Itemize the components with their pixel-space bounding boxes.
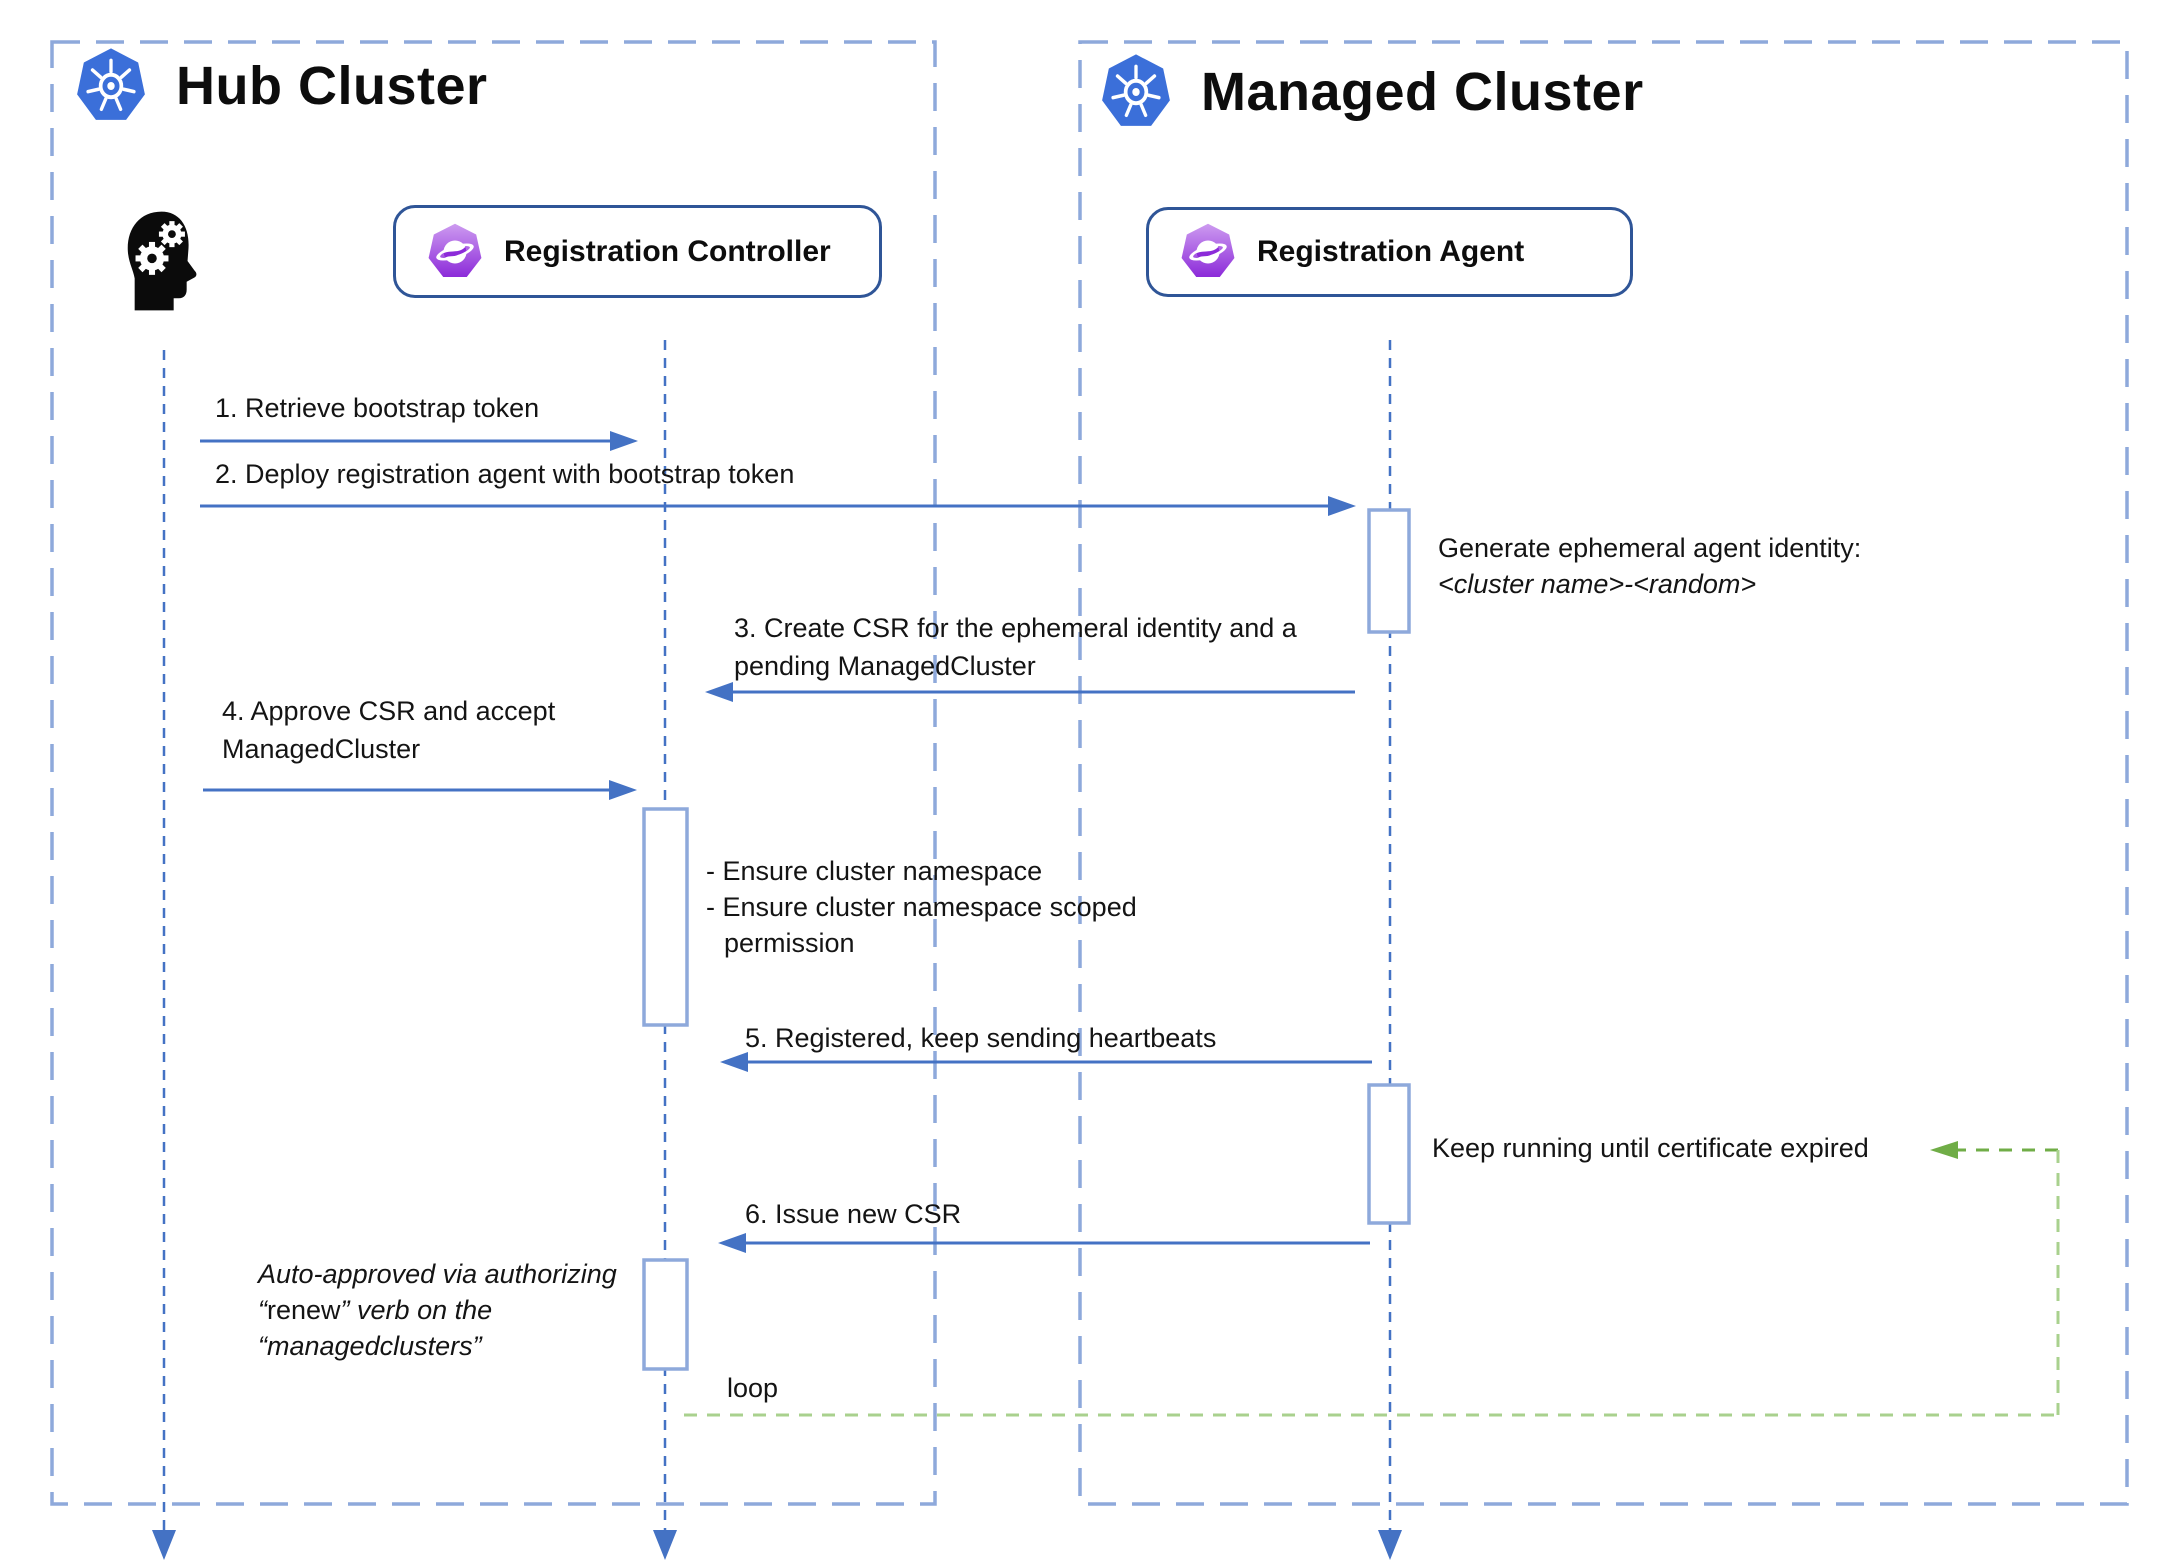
auto-approved-rest: ” verb on the <box>340 1295 493 1325</box>
managed-cluster-header: Managed Cluster <box>1099 52 1644 132</box>
message2-arrowhead-icon <box>1328 496 1356 516</box>
admin-actor <box>121 209 209 313</box>
keep-running-note: Keep running until certificate expired <box>1432 1133 1869 1163</box>
ensure-namespace-note-line1: - Ensure cluster namespace <box>706 856 1043 886</box>
hub-cluster-title: Hub Cluster <box>176 56 488 116</box>
registration-agent-label: Registration Agent <box>1257 235 1525 268</box>
ocm-planet-icon <box>428 223 482 277</box>
message6-label: 6. Issue new CSR <box>745 1199 962 1229</box>
managed-cluster-title: Managed Cluster <box>1201 62 1644 122</box>
agent-activation-2 <box>1367 1083 1411 1225</box>
loop-label: loop <box>727 1373 779 1403</box>
message4-label-line1: 4. Approve CSR and accept <box>222 696 556 726</box>
controller-activation-1 <box>642 807 689 1027</box>
registration-controller-label: Registration Controller <box>504 234 831 268</box>
message3-label-line2: pending ManagedCluster <box>734 651 1036 681</box>
auto-approved-note-line1: Auto-approved via authorizing <box>258 1259 617 1289</box>
hub-cluster-boundary <box>50 40 937 1506</box>
ensure-namespace-note-line3: permission <box>724 928 855 958</box>
message3-arrowhead-icon <box>705 682 733 702</box>
generate-identity-note-line1: Generate ephemeral agent identity: <box>1438 533 1862 563</box>
message1-arrowhead-icon <box>610 431 638 451</box>
auto-approved-note-line2: “renew” verb on the <box>258 1294 492 1328</box>
kubernetes-logo-icon <box>1102 54 1170 126</box>
message1-label: 1. Retrieve bootstrap token <box>215 393 540 423</box>
message6-arrowhead-icon <box>718 1233 746 1253</box>
controller-activation-2 <box>642 1258 689 1371</box>
head-with-gears-icon <box>127 211 197 311</box>
hub-cluster-header: Hub Cluster <box>74 46 488 126</box>
message3-label-line1: 3. Create CSR for the ephemeral identity… <box>734 613 1297 643</box>
agent-activation-1 <box>1367 508 1411 634</box>
auto-approved-note-line3: “managedclusters” <box>258 1331 482 1361</box>
message4-arrowhead-icon <box>609 780 637 800</box>
message5-arrowhead-icon <box>720 1052 748 1072</box>
ocm-planet-icon <box>1181 223 1235 277</box>
controller-lifeline-arrowhead-icon <box>653 1530 677 1560</box>
message5-label: 5. Registered, keep sending heartbeats <box>745 1023 1217 1053</box>
ensure-namespace-note-line2: - Ensure cluster namespace scoped <box>706 892 1137 922</box>
agent-lifeline-arrowhead-icon <box>1378 1530 1402 1560</box>
loop-return-arrowhead-icon <box>1930 1141 1958 1159</box>
auto-approved-renew-word: renew <box>267 1295 341 1325</box>
message4-label-line2: ManagedCluster <box>222 734 421 764</box>
generate-identity-note-line2: <cluster name>-<random> <box>1438 569 1757 599</box>
auto-approved-open-quote: “ <box>258 1295 267 1325</box>
registration-agent-box: Registration Agent <box>1146 207 1633 297</box>
message2-label: 2. Deploy registration agent with bootst… <box>215 459 795 489</box>
kubernetes-logo-icon <box>77 48 145 120</box>
admin-lifeline-arrowhead-icon <box>152 1530 176 1560</box>
registration-controller-box: Registration Controller <box>393 205 882 298</box>
managed-cluster-boundary <box>1078 40 2129 1506</box>
